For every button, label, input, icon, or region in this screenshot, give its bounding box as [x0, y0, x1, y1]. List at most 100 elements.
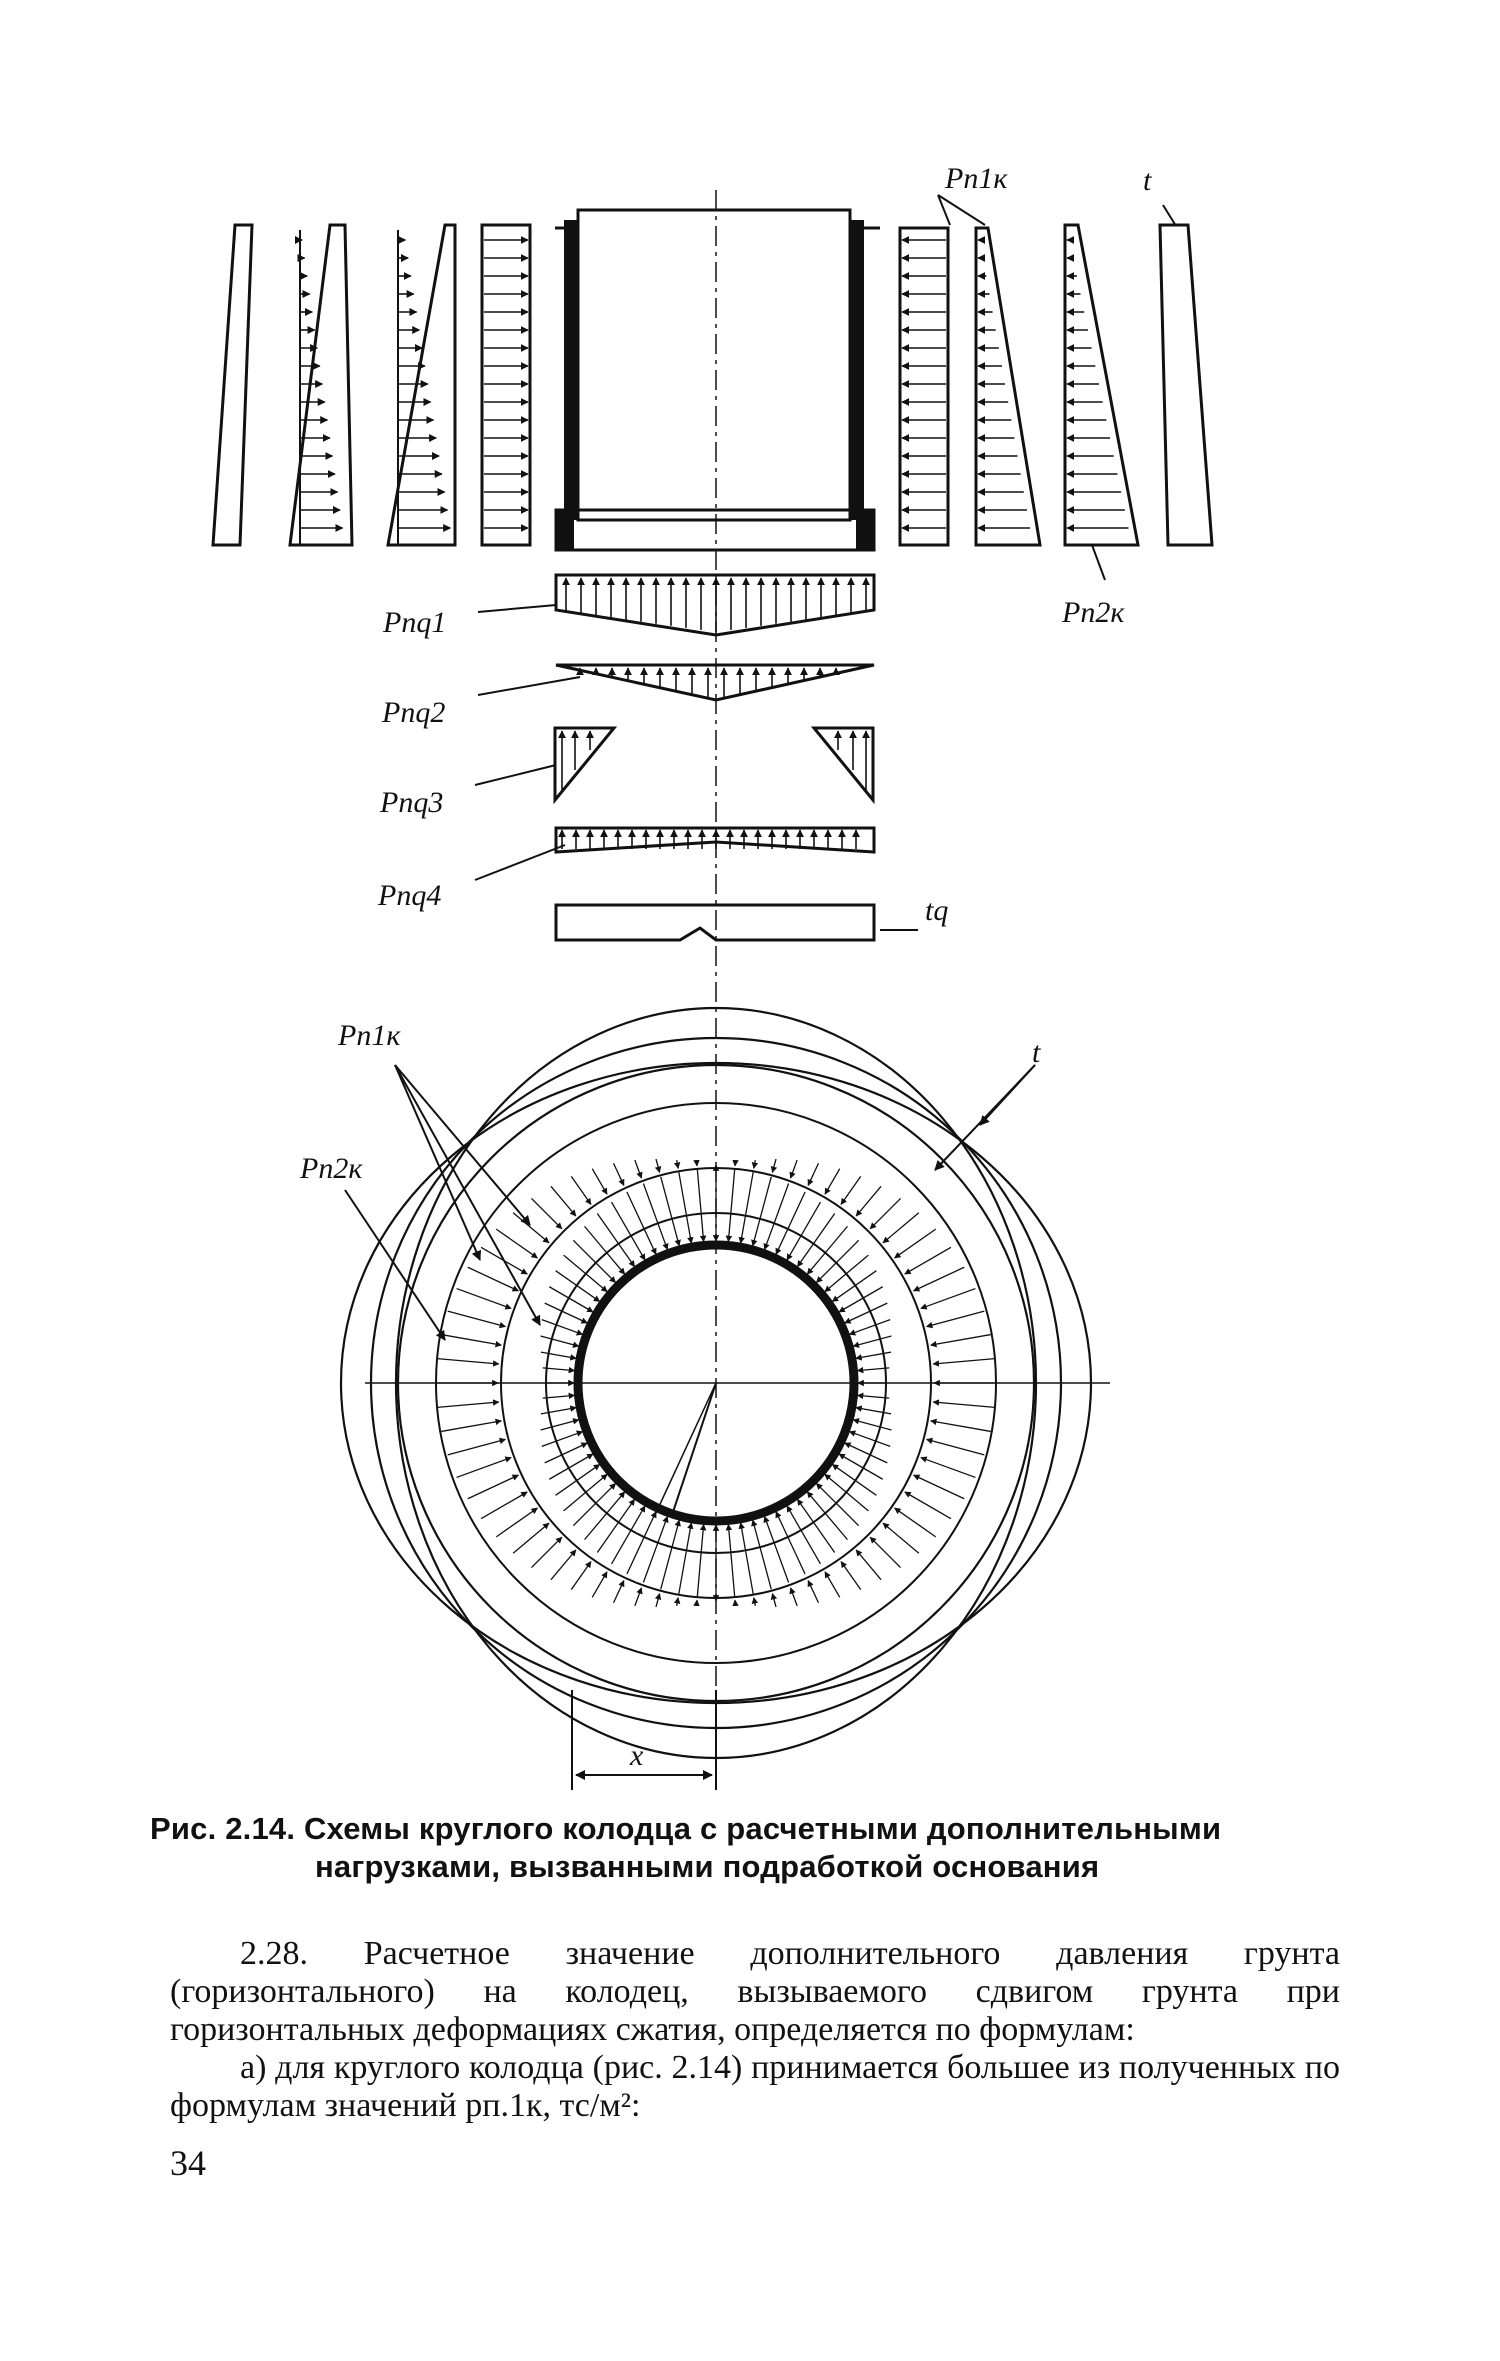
load-arrow	[495, 1507, 538, 1538]
load-arrow	[467, 1474, 520, 1500]
load-arrow	[786, 1505, 822, 1565]
load-arrow	[550, 1185, 577, 1217]
load-arrow	[789, 1159, 798, 1179]
load-arrow	[786, 1201, 822, 1261]
load-arrow	[626, 1511, 657, 1575]
load-arrow	[894, 1507, 937, 1538]
tq-diagram	[554, 903, 876, 942]
load-arrow	[673, 1160, 681, 1169]
load-arrow	[572, 1239, 617, 1284]
load-arrow	[855, 1549, 882, 1581]
right-load-diagrams	[898, 223, 1214, 547]
well-elevation	[554, 208, 880, 552]
load-arrow	[480, 1491, 528, 1520]
load-arrow	[596, 1213, 636, 1268]
load-arrow	[844, 1302, 888, 1324]
load-arrow	[882, 1212, 920, 1244]
load-arrow	[912, 1474, 965, 1500]
dimension-x	[571, 1690, 717, 1790]
load-arrow	[763, 1515, 790, 1583]
load-arrow	[540, 1418, 580, 1431]
right-trapezoid-2	[1063, 223, 1140, 547]
load-arrow	[806, 1491, 848, 1541]
paragraph-2-28: 2.28. Расчетное значение дополнительного…	[170, 1935, 1340, 2048]
label-x: x	[629, 1739, 644, 1772]
load-arrow	[904, 1246, 952, 1275]
load-arrow	[447, 1437, 507, 1456]
load-arrow	[612, 1162, 625, 1187]
label-tq: tq	[925, 894, 948, 927]
load-arrow	[930, 1418, 991, 1433]
body-text: 2.28. Расчетное значение дополнительного…	[170, 1935, 1340, 2125]
load-arrow	[775, 1191, 806, 1255]
load-arrow	[815, 1482, 860, 1527]
load-arrow	[540, 1335, 580, 1348]
load-arrow	[824, 1571, 841, 1598]
page-number: 34	[170, 2143, 206, 2183]
load-arrow	[831, 1270, 877, 1303]
load-arrow	[738, 1171, 754, 1244]
load-arrow	[789, 1587, 798, 1607]
load-arrow	[807, 1579, 820, 1604]
load-arrow	[912, 1266, 965, 1292]
load-arrow	[696, 1523, 707, 1598]
load-arrow	[610, 1505, 646, 1565]
load-arrow	[555, 1270, 601, 1303]
load-arrow	[642, 1515, 669, 1583]
load-arrow	[852, 1418, 892, 1431]
load-arrow	[673, 1597, 681, 1606]
load-arrow	[596, 1498, 636, 1553]
load-arrow	[584, 1491, 626, 1541]
load-arrow	[495, 1228, 538, 1259]
load-arrow	[660, 1176, 681, 1247]
plan-view	[339, 1006, 1110, 1760]
load-arrow	[555, 1463, 601, 1496]
load-arrow	[738, 1522, 754, 1595]
load-arrow	[856, 1366, 890, 1374]
load-arrow	[563, 1473, 608, 1512]
load-arrow	[815, 1239, 860, 1284]
load-arrow	[831, 1463, 877, 1496]
left-rect-diagram	[480, 223, 532, 547]
pnq4-diagram	[554, 826, 876, 854]
load-arrow	[751, 1160, 759, 1169]
load-arrow	[856, 1392, 890, 1400]
load-arrow	[904, 1491, 952, 1520]
load-arrow	[932, 1399, 995, 1409]
right-t-diagram	[1158, 223, 1214, 547]
right-rect-diagram	[898, 226, 950, 547]
load-arrow	[550, 1549, 577, 1581]
load-arrow	[763, 1183, 790, 1251]
load-arrow	[591, 1168, 608, 1195]
caption-line-2: нагрузками, вызванными подработкой основ…	[315, 1849, 1100, 1884]
load-arrow	[894, 1228, 937, 1259]
load-arrow	[542, 1366, 576, 1374]
load-arrow	[775, 1511, 806, 1575]
load-arrow	[838, 1453, 884, 1480]
load-arrow	[882, 1522, 920, 1554]
load-arrow	[540, 1351, 577, 1361]
leader-lines-plan	[344, 1064, 1036, 1341]
load-arrow	[441, 1333, 502, 1348]
load-arrow	[852, 1335, 892, 1348]
load-arrow	[584, 1225, 626, 1275]
load-arrow	[925, 1310, 985, 1329]
load-arrow	[591, 1571, 608, 1598]
load-arrow	[437, 1399, 500, 1409]
label-p1k-plan: Pп1к	[337, 1019, 401, 1052]
label-p2k-right: Pп2к	[1061, 596, 1125, 629]
load-arrow	[848, 1430, 891, 1448]
load-arrow	[751, 1597, 759, 1606]
label-t-top: t	[1143, 164, 1152, 197]
load-arrow	[848, 1318, 891, 1336]
load-arrow	[512, 1212, 550, 1244]
load-arrow	[920, 1456, 976, 1479]
load-arrow	[570, 1561, 592, 1591]
load-arrow	[824, 1254, 869, 1293]
load-arrow	[770, 1158, 778, 1174]
load-arrow	[796, 1498, 836, 1553]
label-pnq4: Pпq4	[377, 879, 441, 912]
left-trapezoid-2	[386, 223, 457, 547]
load-arrow	[541, 1430, 584, 1448]
load-arrow	[751, 1176, 772, 1247]
